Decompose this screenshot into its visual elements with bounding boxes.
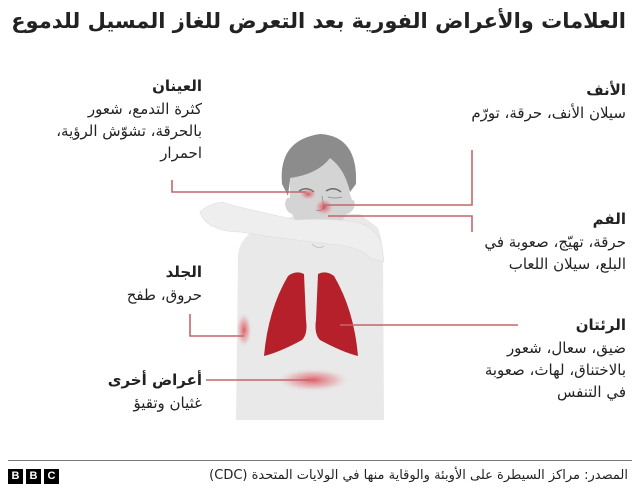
label-lungs-heading: الرئتان (575, 316, 626, 334)
human-figure-illustration (171, 134, 518, 420)
label-eyes: العينان كثرة التدمع، شعور بالحرقة، تشوّش… (2, 74, 202, 164)
label-eyes-line: احمرار (160, 144, 202, 162)
label-lungs-line: في التنفس (557, 383, 626, 401)
bbc-logo: B B C (8, 469, 59, 484)
label-nose-heading: الأنف (586, 81, 626, 99)
arm-icon (199, 201, 385, 263)
label-other-heading: أعراض أخرى (107, 371, 202, 389)
label-mouth-heading: الفم (592, 210, 626, 228)
label-nose: الأنف سيلان الأنف، حرقة، تورّم (386, 78, 626, 124)
head-icon (281, 134, 357, 240)
skin-irritation-icon (236, 312, 252, 348)
label-lungs-line: ضيق، سعال، شعور (506, 339, 626, 357)
bbc-logo-letter: C (44, 469, 59, 484)
label-other-line: غثيان وتقيؤ (133, 394, 202, 412)
label-skin-line: حروق، طفح (126, 286, 202, 304)
stomach-icon (275, 368, 351, 392)
source-credit: المصدر: مراكز السيطرة على الأوبئة والوقا… (209, 468, 628, 483)
label-mouth-line: حرقة، تهيّج، صعوبة في (484, 233, 626, 251)
label-eyes-line: بالحرقة، تشوّش الرؤية، (56, 122, 202, 140)
torso-icon (236, 214, 384, 420)
label-lungs-line: بالاختناق، لهاث، صعوبة (484, 361, 626, 379)
label-lungs: الرئتان ضيق، سعال، شعور بالاختناق، لهاث،… (386, 313, 626, 403)
bbc-logo-letter: B (8, 469, 23, 484)
label-nose-line: سيلان الأنف، حرقة، تورّم (471, 104, 626, 122)
label-mouth-line: البلع، سيلان اللعاب (508, 255, 626, 273)
label-eyes-heading: العينان (152, 77, 202, 95)
label-skin: الجلد حروق، طفح (52, 260, 202, 306)
bbc-logo-letter: B (26, 469, 41, 484)
label-mouth: الفم حرقة، تهيّج، صعوبة في البلع، سيلان … (386, 207, 626, 275)
page-title: العلامات والأعراض الفورية بعد التعرض للغ… (11, 9, 626, 33)
lungs-icon (264, 272, 358, 356)
connector-lines (171, 150, 518, 381)
footer-divider (8, 460, 632, 461)
label-skin-heading: الجلد (165, 263, 202, 281)
label-other: أعراض أخرى غثيان وتقيؤ (52, 368, 202, 414)
label-eyes-line: كثرة التدمع، شعور (87, 100, 202, 118)
